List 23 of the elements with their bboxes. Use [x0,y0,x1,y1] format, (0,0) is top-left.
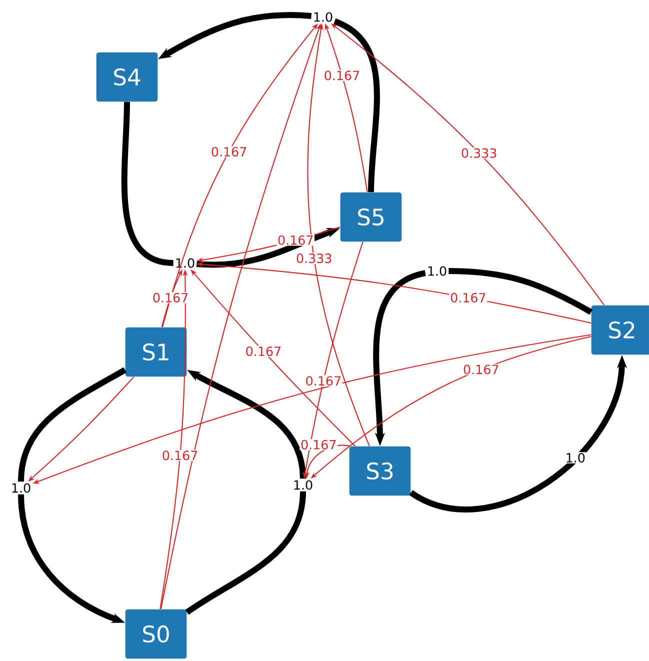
action-label: 1.0 [292,478,314,492]
edge-label: 0.167 [304,375,342,386]
edge-label: 0.167 [276,234,315,246]
edge-label: 0.167 [152,292,190,304]
state-box: S1 [125,327,187,377]
edge-label: 0.333 [460,148,498,159]
edge-label: 0.167 [323,70,361,82]
edge-label: 0.167 [210,146,248,158]
edge-label: 0.167 [161,450,199,462]
action-label: 1.0 [312,10,334,24]
state-box: S2 [591,305,649,355]
edge-label: 0.167 [462,364,500,376]
edge-label: 0.333 [295,252,334,264]
edge-label: 0.167 [300,439,338,450]
state-box: S5 [340,192,402,242]
edge-label: 1.0 [564,452,586,464]
action-label: 1.0 [10,482,32,494]
action-label: 1.0 [426,264,448,278]
edge-label: 0.167 [449,292,488,304]
state-box: S0 [125,609,187,659]
state-box: S4 [96,52,158,102]
edge-label: 0.167 [244,346,282,357]
state-box: S3 [349,446,411,496]
